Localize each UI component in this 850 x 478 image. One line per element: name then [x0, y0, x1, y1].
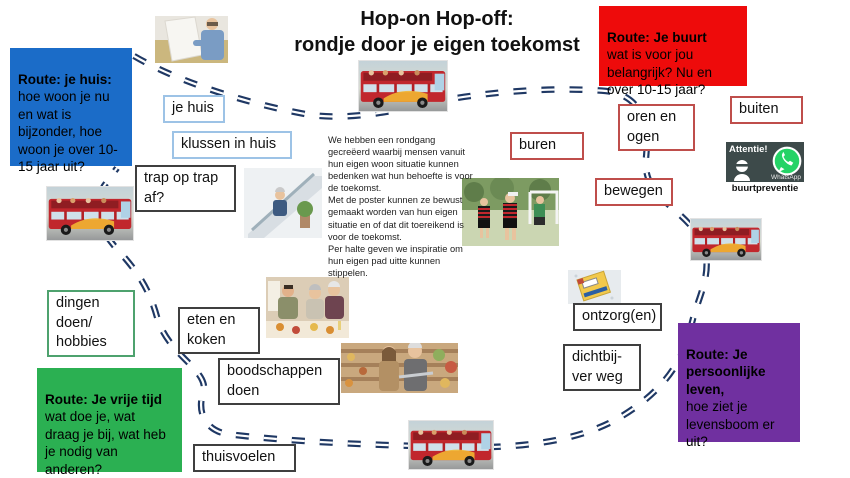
route-persoonlijk-header: Route: Je persoonlijke leven, — [686, 346, 766, 397]
badge-attentie-label: Attentie! — [729, 144, 768, 155]
stop-buiten: buiten — [730, 96, 803, 124]
route-je-buurt-body: wat is voor jou belangrijk? Nu en over 1… — [607, 47, 713, 98]
badge-panel: Attentie! WhatsApp — [726, 142, 804, 182]
bus-image-left — [46, 186, 134, 241]
route-je-huis-header: Route: je huis: — [18, 71, 112, 87]
bus-image-bottom — [408, 420, 494, 470]
route-je-buurt-header: Route: Je buurt — [607, 29, 707, 45]
stop-eten-en-koken: eten en koken — [178, 307, 260, 355]
stop-ontzorgen: ontzorg(en) — [573, 303, 662, 331]
title-line-2: rondje door je eigen toekomst — [294, 34, 580, 56]
whatsapp-buurtpreventie-badge: Attentie! WhatsApp buurtpreventie — [726, 142, 804, 195]
stop-trap: trap op trap af? — [135, 165, 236, 213]
route-vrije-tijd-header: Route: Je vrije tijd — [45, 391, 163, 407]
whatsapp-icon — [772, 146, 802, 176]
family-dinner-image — [266, 277, 349, 338]
stop-boodschappen: boodschappen doen — [218, 358, 340, 406]
stop-thuisvoelen: thuisvoelen — [193, 444, 296, 472]
care-folder-image — [568, 270, 621, 304]
route-box-vrije-tijd: Route: Je vrije tijd wat doe je, wat draa… — [37, 368, 182, 477]
route-box-je-buurt: Route: Je buurt wat is voor jou belangrij… — [599, 6, 747, 97]
stop-bewegen: bewegen — [595, 178, 673, 206]
stairlift-image — [244, 168, 322, 238]
stop-buren: buren — [510, 132, 584, 160]
stop-je-huis: je huis — [163, 95, 225, 123]
stop-dingen-doen: dingen doen/ hobbies — [47, 290, 135, 357]
grocery-shopping-image — [341, 343, 458, 393]
diy-closet-image — [155, 16, 228, 63]
route-box-persoonlijk-leven: Route: Je persoonlijke leven,hoe ziet je… — [678, 323, 800, 449]
route-persoonlijk-body: hoe ziet je levensboom er uit? — [686, 399, 775, 450]
sports-field-image — [462, 178, 559, 246]
page-title: Hop-on Hop-off: rondje door je eigen toe… — [262, 6, 612, 58]
intro-text: We hebben een rondgang gecreëerd waarbij… — [328, 135, 473, 278]
route-je-huis-body: hoe woon je nu en wat is bijzonder, hoe … — [18, 89, 118, 175]
stop-dichtbij: dichtbij- ver weg — [563, 344, 641, 392]
burglar-icon — [734, 160, 750, 181]
route-vrije-tijd-body: wat doe je, wat draag je bij, wat heb je… — [45, 409, 166, 477]
stop-klussen: klussen in huis — [172, 131, 292, 159]
title-line-1: Hop-on Hop-off: — [360, 8, 514, 30]
badge-whatsapp-label: WhatsApp — [771, 174, 801, 181]
stop-oren-en-ogen: oren en ogen — [618, 104, 695, 152]
bus-image-top — [358, 60, 448, 112]
bus-image-right — [690, 218, 762, 261]
badge-buurtpreventie-label: buurtpreventie — [731, 183, 799, 194]
route-box-je-huis: Route: je huis: hoe woon je nu en wat is … — [10, 48, 132, 174]
